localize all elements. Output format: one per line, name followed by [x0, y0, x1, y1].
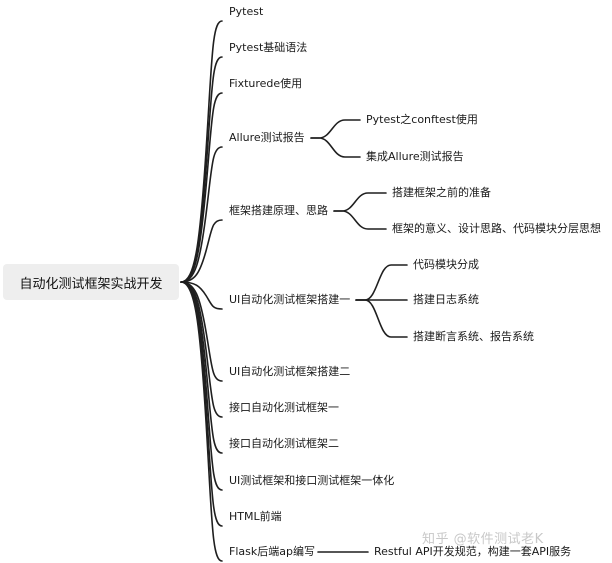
- topic-flask-backend[interactable]: Flask后端ap编写: [229, 545, 315, 558]
- root-topic-label: 自动化测试框架实战开发: [19, 276, 163, 292]
- connector-root-topic-5: [180, 281, 223, 310]
- topic-api-framework-2[interactable]: 接口自动化测试框架二: [229, 437, 339, 450]
- topic-framework-principles[interactable]: 框架搭建原理、思路: [229, 204, 328, 217]
- subtopic-preparation[interactable]: 搭建框架之前的准备: [392, 186, 491, 199]
- connector-topic-4-sub-0: [333, 192, 387, 212]
- connector-root-topic-7: [180, 281, 223, 418]
- connector-root-topic-6: [180, 281, 223, 382]
- subtopic-framework-meaning[interactable]: 框架的意义、设计思路、代码模块分层思想: [392, 222, 601, 235]
- subtopic-logging-system[interactable]: 搭建日志系统: [413, 293, 479, 306]
- topic-fixture[interactable]: Fixturede使用: [229, 77, 303, 90]
- subtopic-integrate-allure[interactable]: 集成Allure测试报告: [366, 150, 464, 163]
- watermark: 知乎 @软件测试老K: [422, 532, 544, 547]
- connector-topic-4-sub-1: [333, 210, 387, 230]
- connector-root-topic-4: [180, 219, 223, 283]
- topic-allure-report[interactable]: Allure测试报告: [229, 131, 305, 144]
- subtopic-restful-api[interactable]: Restful API开发规范，构建一套API服务: [374, 545, 572, 558]
- connector-root-topic-3: [180, 146, 223, 283]
- subtopic-assertion-report[interactable]: 搭建断言系统、报告系统: [413, 330, 534, 343]
- connector-root-topic-9: [180, 281, 223, 491]
- connector-topic-5-sub-2: [355, 299, 408, 338]
- connector-topic-3-sub-0: [310, 119, 361, 139]
- connector-topic-3-sub-1: [310, 137, 361, 158]
- topic-ui-api-integration[interactable]: UI测试框架和接口测试框架一体化: [229, 474, 395, 487]
- topic-ui-framework-2[interactable]: UI自动化测试框架搭建二: [229, 365, 351, 378]
- topic-html-frontend[interactable]: HTML前端: [229, 510, 282, 523]
- root-topic[interactable]: 自动化测试框架实战开发: [3, 264, 179, 300]
- subtopic-conftest[interactable]: Pytest之conftest使用: [366, 113, 478, 126]
- topic-ui-framework-1[interactable]: UI自动化测试框架搭建一: [229, 293, 351, 306]
- connector-root-topic-11: [180, 281, 223, 562]
- connector-root-topic-2: [180, 92, 223, 283]
- connector-topic-5-sub-0: [355, 264, 408, 301]
- subtopic-code-modules[interactable]: 代码模块分成: [413, 258, 479, 271]
- topic-pytest[interactable]: Pytest: [229, 5, 264, 18]
- topic-pytest-basics[interactable]: Pytest基础语法: [229, 41, 308, 54]
- topic-api-framework-1[interactable]: 接口自动化测试框架一: [229, 401, 339, 414]
